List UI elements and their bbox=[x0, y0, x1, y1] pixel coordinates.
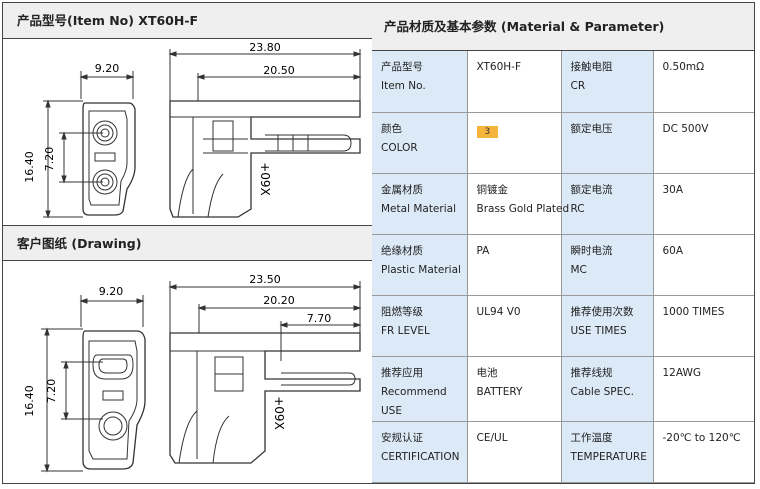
connector-drawing-bottom: 9.20 23.50 20.20 7.70 16.40 7.20 +09X bbox=[23, 273, 362, 473]
bottom-total-length-dim: 23.50 bbox=[249, 273, 281, 286]
param-value: XT60H-F bbox=[466, 51, 562, 113]
spec-sheet: 产品型号(Item No) XT60H-F bbox=[2, 2, 755, 484]
param-value: CE/UL bbox=[466, 420, 562, 483]
connector-drawing-top: 9.20 23.80 20.50 16.40 7.20 +09X bbox=[23, 41, 362, 219]
top-width-dim: 9.20 bbox=[95, 62, 120, 75]
drawing-header: 客户图纸 (Drawing) bbox=[3, 225, 372, 261]
parameter-header: 产品材质及基本参数 (Material & Parameter) bbox=[372, 3, 754, 51]
top-total-length-dim: 23.80 bbox=[249, 41, 281, 54]
bottom-pin-length-dim: 7.70 bbox=[307, 312, 332, 325]
top-height-dim: 16.40 bbox=[23, 151, 36, 183]
bottom-pitch-dim: 7.20 bbox=[45, 379, 58, 404]
color-swatch: 3 bbox=[476, 125, 499, 138]
param-value: 60A bbox=[652, 233, 754, 296]
param-value: DC 500V bbox=[652, 111, 754, 174]
param-value: 12AWG bbox=[652, 355, 754, 422]
top-pitch-dim: 7.20 bbox=[43, 147, 56, 172]
bottom-body-length-dim: 20.20 bbox=[263, 294, 295, 307]
param-value: UL94 V0 bbox=[466, 294, 562, 357]
param-value: -20℃ to 120℃ bbox=[652, 420, 754, 483]
top-body-length-dim: 20.50 bbox=[263, 64, 295, 77]
bottom-height-dim: 16.40 bbox=[23, 385, 36, 417]
bottom-width-dim: 9.20 bbox=[99, 285, 124, 298]
param-label: 额定电压 bbox=[560, 111, 654, 174]
param-value: PA bbox=[466, 233, 562, 296]
top-polarity-mark: +09X bbox=[258, 162, 272, 196]
param-value: 3 bbox=[466, 111, 562, 174]
param-value: 0.50mΩ bbox=[652, 51, 754, 113]
left-panel: 产品型号(Item No) XT60H-F bbox=[3, 3, 373, 483]
bottom-polarity-mark: +09X bbox=[272, 396, 286, 430]
param-value: 30A bbox=[652, 172, 754, 235]
param-value: 1000 TIMES bbox=[652, 294, 754, 357]
item-no-header: 产品型号(Item No) XT60H-F bbox=[3, 3, 372, 39]
